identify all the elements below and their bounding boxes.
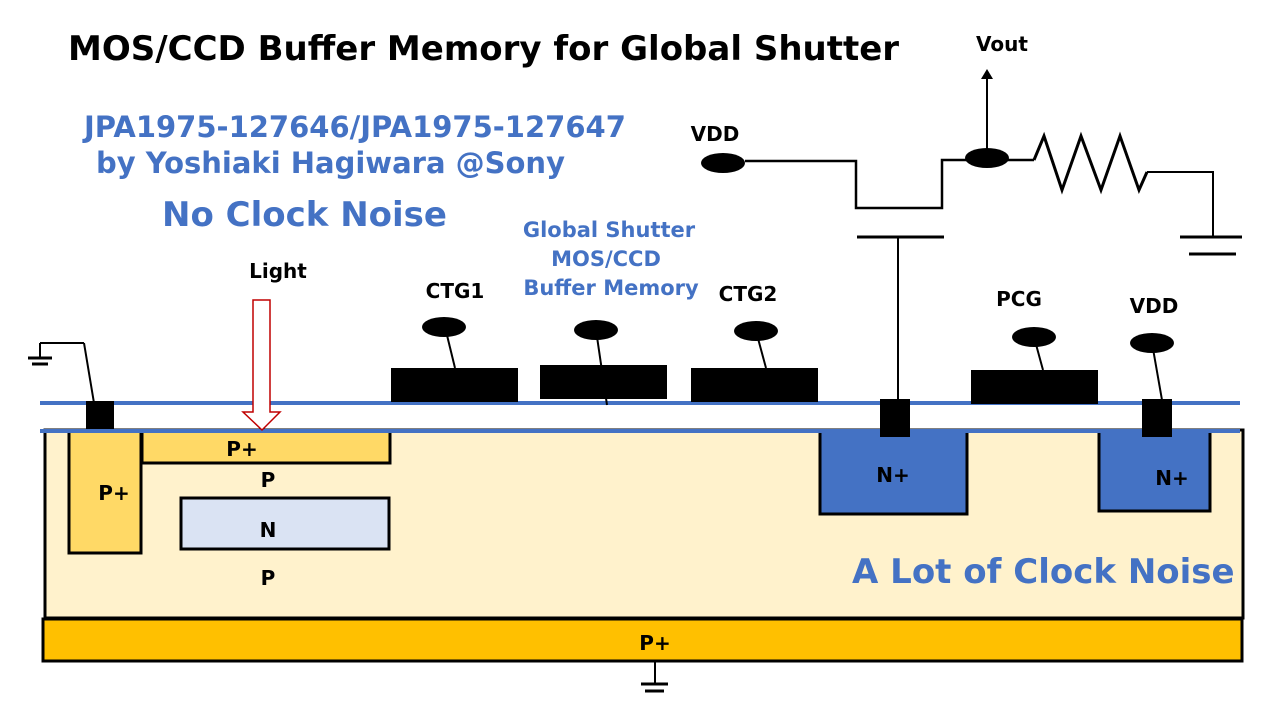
left-ground-icon xyxy=(28,342,95,404)
n-plus-drain xyxy=(1097,428,1212,513)
pcg-terminal xyxy=(1012,327,1056,347)
buffer-label-line2: MOS/CCD xyxy=(551,247,661,271)
light-label: Light xyxy=(249,259,307,283)
n-region-label: N xyxy=(260,518,277,542)
no-clock-noise-label: No Clock Noise xyxy=(162,195,447,235)
vout-node xyxy=(965,148,1009,168)
n-plus-2-contact xyxy=(1142,399,1172,437)
n-plus-1-contact xyxy=(880,399,910,437)
p-plus-top-label: P+ xyxy=(226,437,257,461)
ctg2-label: CTG2 xyxy=(719,282,778,306)
p-low-label: P xyxy=(261,566,276,590)
resistor-icon xyxy=(1032,131,1149,195)
bottom-ground-icon xyxy=(641,662,668,693)
vdd-circuit-label: VDD xyxy=(691,122,740,146)
pcg-label: PCG xyxy=(996,287,1042,311)
ctg2-gate xyxy=(691,368,818,402)
n-plus-2-label: N+ xyxy=(1155,466,1189,490)
p-plus-bottom-layer xyxy=(41,617,1244,663)
p-plus-bottom-label: P+ xyxy=(639,631,670,655)
ctg2-terminal xyxy=(734,321,778,341)
p-mid-label: P xyxy=(261,468,276,492)
clock-noise-label: A Lot of Clock Noise xyxy=(852,552,1235,592)
ctg1-label: CTG1 xyxy=(426,279,485,303)
source-follower-circuit xyxy=(745,69,1242,401)
ctg1-gate xyxy=(391,368,518,402)
vdd-circuit-terminal xyxy=(701,153,745,173)
patent-line-1: JPA1975-127646/JPA1975-127647 xyxy=(82,110,626,144)
buffer-label-line3: Buffer Memory xyxy=(523,276,699,300)
buffer-label-line1: Global Shutter xyxy=(523,218,696,242)
ctg1-terminal xyxy=(422,317,466,337)
p-plus-left-label: P+ xyxy=(98,481,129,505)
buffer-memory-gate xyxy=(540,365,667,399)
n-plus-floating-diffusion xyxy=(818,428,969,516)
vdd-right-terminal xyxy=(1130,333,1174,353)
pcg-gate xyxy=(971,370,1098,404)
left-contact xyxy=(86,401,114,429)
buffer-gate-terminal xyxy=(574,320,618,340)
vdd-right-label: VDD xyxy=(1130,294,1179,318)
page-title: MOS/CCD Buffer Memory for Global Shutter xyxy=(68,29,899,69)
light-arrow-icon xyxy=(241,299,282,432)
vout-arrow-icon xyxy=(981,69,993,79)
n-plus-1-label: N+ xyxy=(876,463,910,487)
patent-line-2: by Yoshiaki Hagiwara @Sony xyxy=(96,146,565,180)
n-photodiode-region xyxy=(179,496,391,551)
vout-label: Vout xyxy=(976,32,1028,56)
p-plus-pinning-layer xyxy=(140,428,392,465)
